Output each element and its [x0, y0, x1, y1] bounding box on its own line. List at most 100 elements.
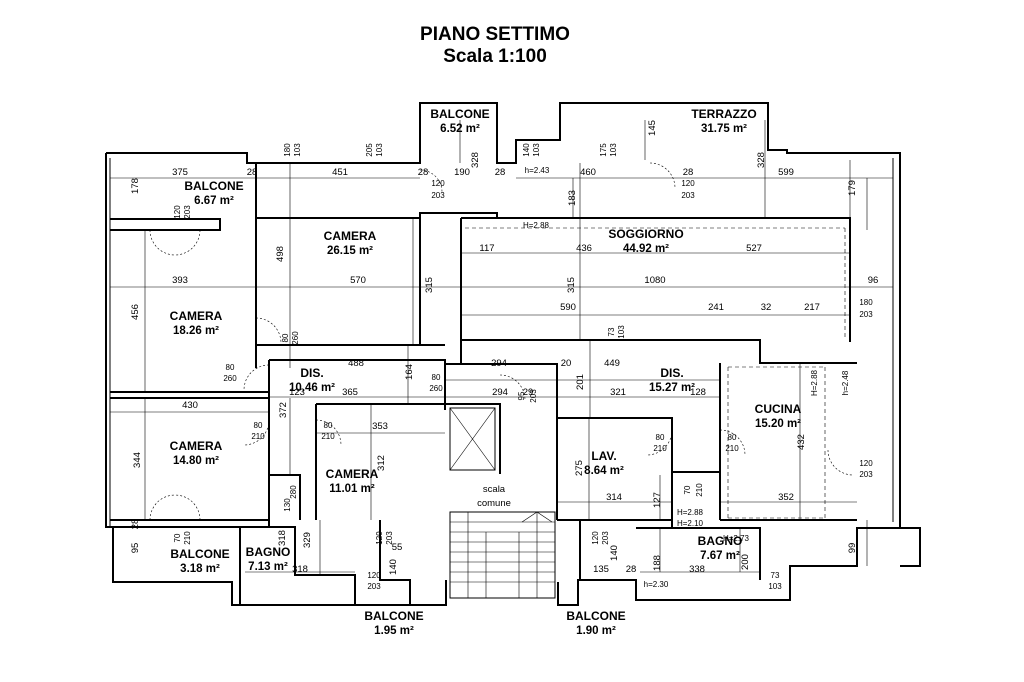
- height-label-7: h=2.30: [644, 580, 669, 589]
- opening-label-10: 120: [681, 179, 695, 188]
- stair-label-line1: scala: [483, 484, 506, 495]
- opening-label-15: 260: [291, 331, 300, 345]
- dimension-label-59: 179: [847, 180, 858, 196]
- room-name-4: SOGGIORNO: [608, 227, 683, 241]
- opening-label-6: 140: [522, 143, 531, 157]
- dimension-label-60: 183: [567, 190, 578, 206]
- dimension-label-20: 590: [560, 302, 576, 313]
- opening-label-28: 80: [656, 433, 665, 442]
- opening-label-25: 210: [251, 432, 265, 441]
- opening-label-47: 103: [617, 325, 626, 339]
- dimension-label-56: 145: [647, 120, 658, 136]
- opening-label-33: 210: [695, 483, 704, 497]
- room-area-0: 6.52 m²: [440, 123, 480, 135]
- opening-label-24: 80: [254, 421, 263, 430]
- opening-label-29: 210: [653, 444, 667, 453]
- height-label-4: H=2.88: [810, 369, 819, 396]
- dimension-label-21: 241: [708, 302, 724, 313]
- room-area-14: 3.18 m²: [180, 563, 220, 575]
- dimension-label-55: 28: [626, 564, 637, 575]
- dimension-label-25: 164: [404, 364, 415, 380]
- height-label-1: H=2.88: [523, 221, 550, 230]
- dimension-label-45: 352: [778, 492, 794, 503]
- opening-label-16: 180: [859, 298, 873, 307]
- dimension-label-36: 372: [278, 402, 289, 418]
- opening-label-19: 260: [223, 374, 237, 383]
- room-area-12: 7.13 m²: [248, 561, 288, 573]
- dimension-label-15: 570: [350, 275, 366, 286]
- stair-labels: scala comune: [477, 484, 511, 509]
- dimension-label-28: 449: [604, 358, 620, 369]
- room-area-8: 15.20 m²: [755, 418, 801, 430]
- opening-label-8: 175: [599, 143, 608, 157]
- dimension-label-64: 140: [609, 545, 620, 561]
- room-name-16: BALCONE: [566, 609, 625, 623]
- dimension-label-35: 128: [690, 387, 706, 398]
- room-area-6: 10.46 m²: [289, 382, 335, 394]
- dimension-label-57: 328: [470, 152, 481, 168]
- dimension-label-43: 314: [606, 492, 622, 503]
- door-swings: [149, 162, 854, 521]
- dimension-label-11: 117: [479, 243, 494, 254]
- opening-label-13: 203: [183, 205, 192, 219]
- opening-label-43: 203: [367, 582, 381, 591]
- walls: [105, 102, 921, 606]
- height-label-2: H=2.88: [677, 508, 704, 517]
- plan-scale: Scala 1:100: [443, 46, 547, 67]
- room-name-10: CAMERA: [326, 467, 379, 481]
- room-name-11: LAV.: [591, 449, 616, 463]
- dimension-label-41: 432: [796, 434, 807, 450]
- opening-label-38: 120: [591, 531, 600, 545]
- opening-label-23: 203: [529, 389, 538, 403]
- room-area-2: 6.67 m²: [194, 195, 234, 207]
- opening-label-39: 203: [601, 531, 610, 545]
- dimension-label-27: 20: [561, 358, 572, 369]
- opening-label-17: 203: [859, 310, 873, 319]
- height-label-5: H=2.10: [677, 519, 704, 528]
- opening-label-35: 210: [183, 531, 192, 545]
- opening-label-0: 180: [283, 143, 292, 157]
- dimension-label-33: 201: [575, 374, 586, 390]
- opening-label-12: 120: [173, 205, 182, 219]
- dimension-label-8: 599: [778, 167, 794, 178]
- dimension-label-63: 140: [388, 559, 399, 575]
- room-name-7: DIS.: [660, 366, 683, 380]
- opening-label-45: 103: [768, 582, 782, 591]
- room-area-7: 15.27 m²: [649, 382, 695, 394]
- opening-label-2: 205: [365, 143, 374, 157]
- opening-label-32: 70: [683, 485, 692, 494]
- opening-label-4: 120: [431, 179, 445, 188]
- opening-label-9: 103: [609, 143, 618, 157]
- room-area-5: 18.26 m²: [173, 325, 219, 337]
- height-labels: h=2.43H=2.88H=2.88h=2.48H=2.88H=2.10H=2.…: [523, 166, 850, 589]
- opening-label-18: 80: [226, 363, 235, 372]
- opening-label-1: 103: [293, 143, 302, 157]
- dimension-label-47: 329: [302, 532, 313, 548]
- dimension-label-22: 32: [761, 302, 772, 313]
- dimension-label-62: 55: [392, 542, 403, 553]
- dimension-lines: [110, 120, 893, 575]
- room-area-1: 31.75 m²: [701, 123, 747, 135]
- opening-label-48: 130: [283, 498, 292, 512]
- dimension-label-19: 456: [130, 304, 141, 320]
- dimension-label-34: 321: [610, 387, 626, 398]
- height-label-6: H=2.73: [723, 534, 750, 543]
- room-name-3: CAMERA: [324, 229, 377, 243]
- dimension-label-32: 29: [523, 387, 534, 398]
- dimension-label-6: 460: [580, 167, 596, 178]
- room-name-2: BALCONE: [184, 179, 243, 193]
- height-label-0: h=2.43: [525, 166, 550, 175]
- dimension-label-5: 28: [495, 167, 506, 178]
- room-area-11: 8.64 m²: [584, 465, 624, 477]
- dimension-label-12: 436: [576, 243, 592, 254]
- dimension-label-2: 451: [332, 167, 348, 178]
- dimension-label-48: 99: [847, 543, 858, 554]
- dimension-label-30: 365: [342, 387, 358, 398]
- opening-label-30: 80: [728, 433, 737, 442]
- room-area-9: 14.80 m²: [173, 455, 219, 467]
- opening-label-27: 210: [321, 432, 335, 441]
- opening-label-31: 210: [725, 444, 739, 453]
- opening-label-44: 73: [771, 571, 780, 580]
- opening-label-14: 80: [281, 333, 290, 342]
